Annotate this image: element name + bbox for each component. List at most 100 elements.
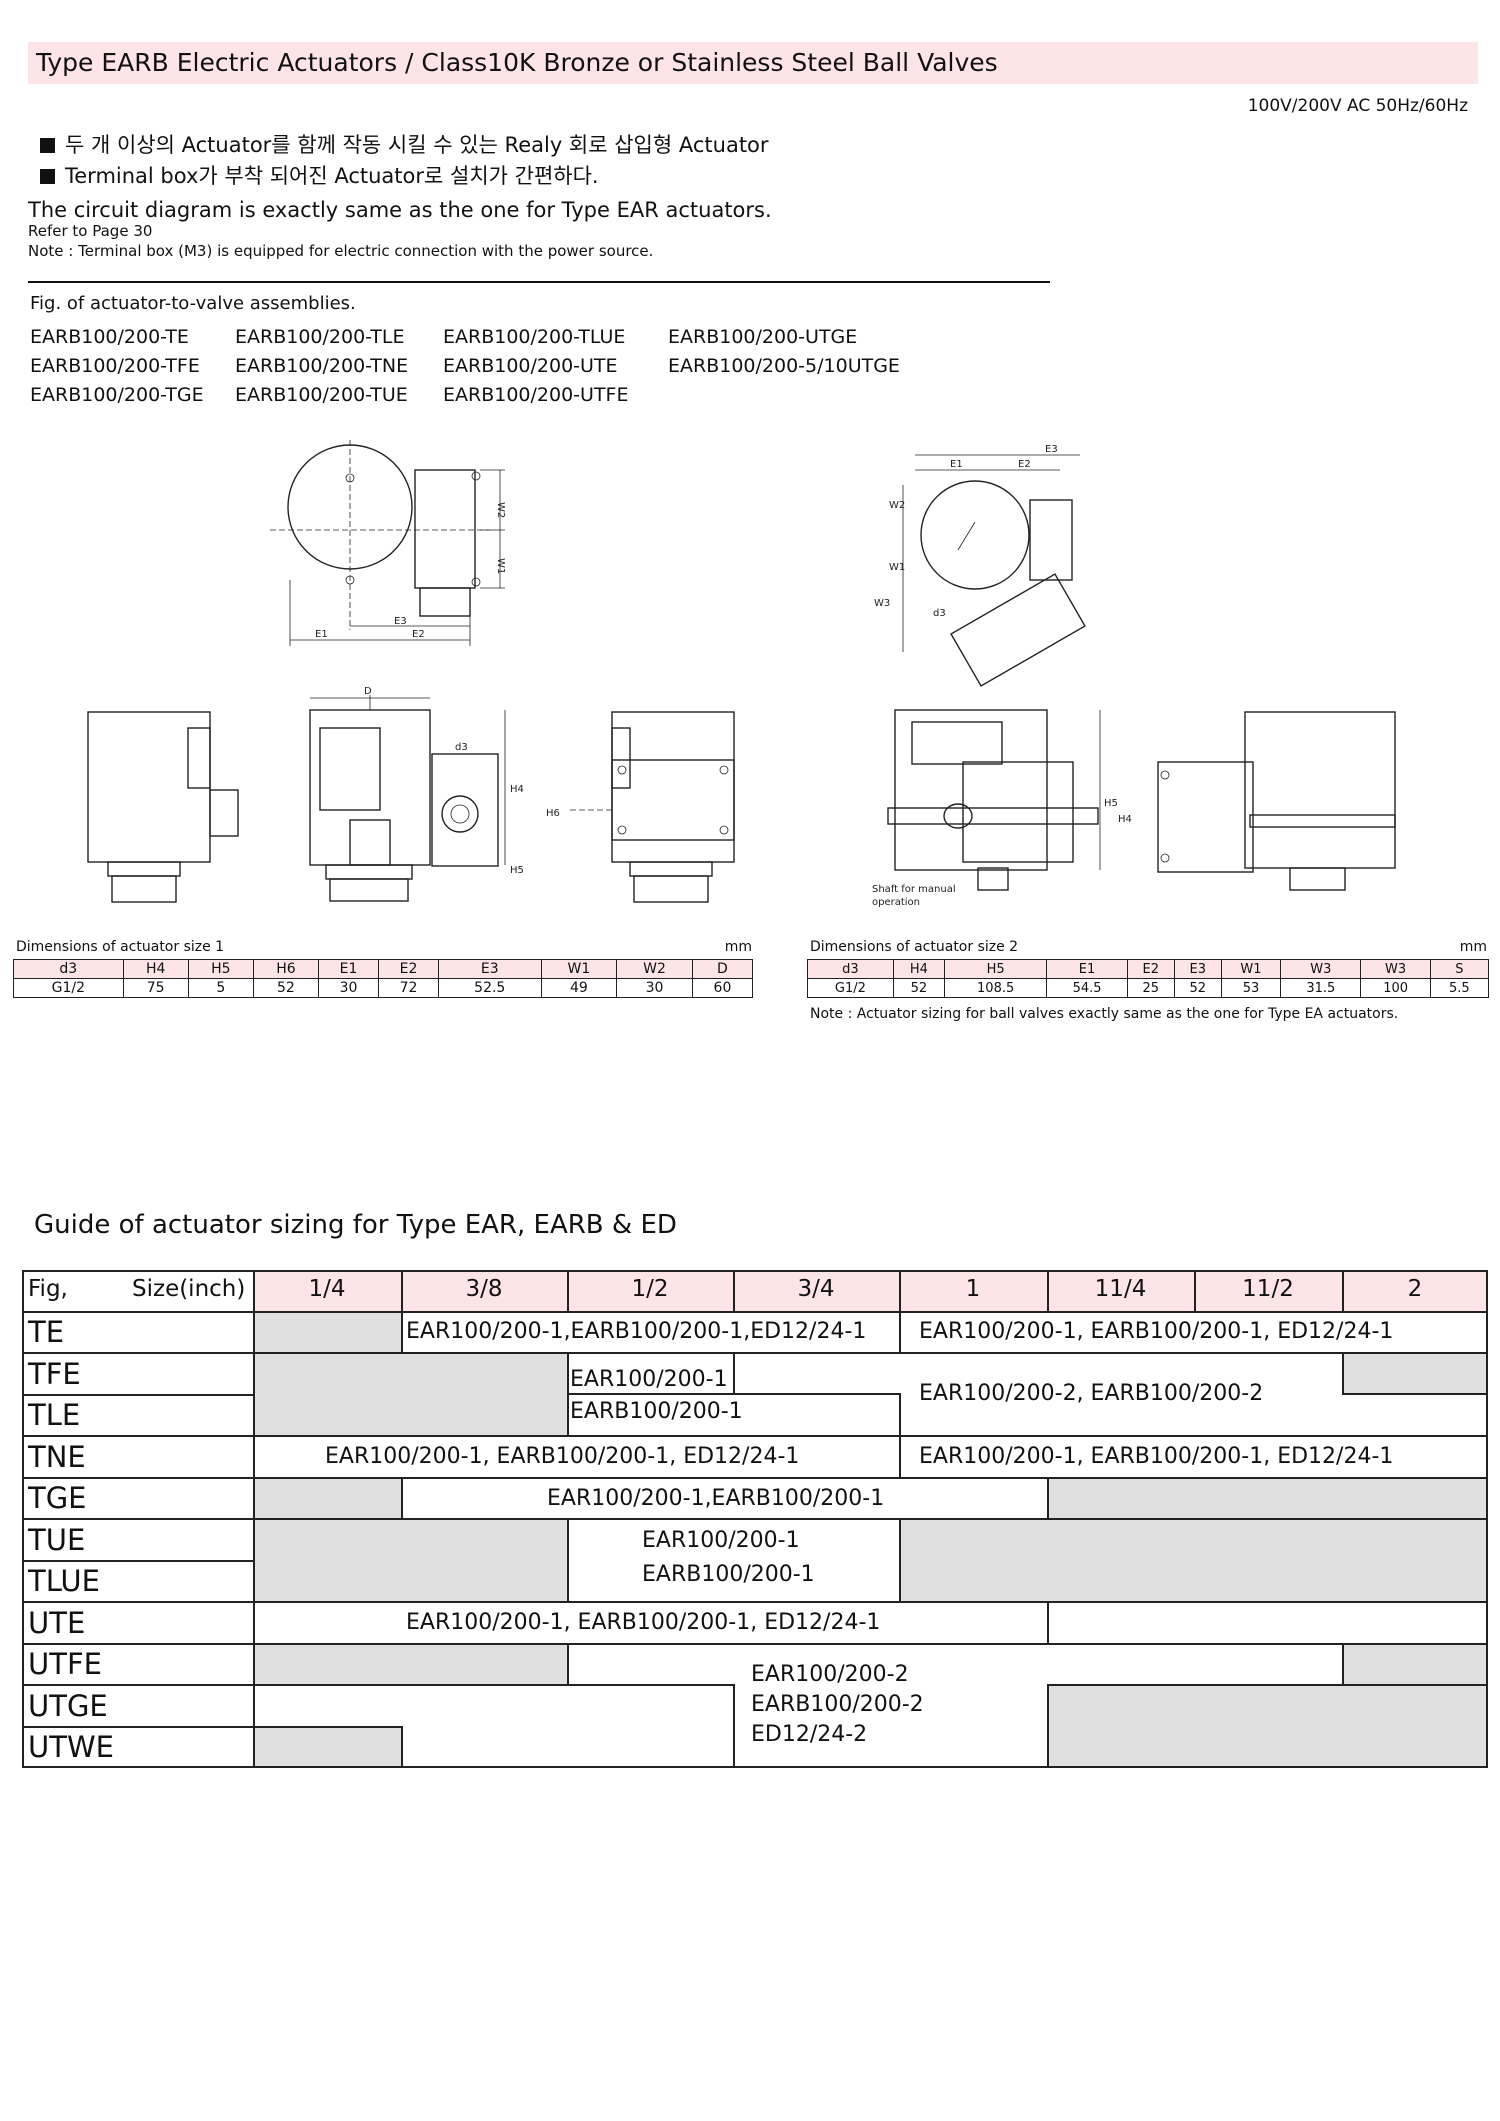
grid-line: [253, 1726, 401, 1728]
row-label-te: TE: [28, 1315, 65, 1349]
label-e1: E1: [315, 629, 328, 640]
size2-unit: mm: [1459, 939, 1487, 955]
size2-top-view: E1 E2 E3 W2 W1 W3 d3: [874, 444, 1086, 687]
size2-caption: Dimensions of actuator size 2: [810, 939, 1019, 955]
model-item: EARB100/200-TGE: [30, 384, 204, 406]
size2-table: d3 H4 H5 E1 E2 E3 W1 W3 W3 S G1/2 52 108…: [807, 959, 1490, 998]
label-h4: H4: [510, 784, 524, 795]
grid-line: [567, 1518, 569, 1601]
grid-line: [401, 1477, 403, 1518]
na-cell: [1342, 1352, 1488, 1393]
grid-line: [22, 1766, 1488, 1768]
grid-line: [1342, 1643, 1344, 1685]
grid-line: [1194, 1270, 1196, 1311]
model-item: EARB100/200-UTFE: [443, 384, 629, 406]
na-cell: [253, 1726, 401, 1768]
size1-val: 49: [540, 978, 618, 998]
row-label-tlue: TLUE: [28, 1564, 100, 1598]
tfe-small: EAR100/200-1: [570, 1367, 728, 1392]
grid-line: [567, 1270, 569, 1311]
size1-unit: mm: [724, 939, 752, 955]
tne-small: EAR100/200-1, EARB100/200-1, ED12/24-1: [325, 1444, 800, 1469]
size1-val: 60: [691, 978, 754, 998]
row-label-tne: TNE: [28, 1440, 86, 1474]
grid-line: [567, 1643, 569, 1685]
grid-line: [1047, 1684, 1488, 1686]
size2-hd: H5: [943, 959, 1048, 979]
size2-val: 108.5: [943, 978, 1048, 998]
size-col: 1/4: [308, 1276, 346, 1302]
refer-page: Refer to Page 30: [28, 222, 153, 240]
grid-line: [733, 1684, 735, 1768]
guide-title: Guide of actuator sizing for Type EAR, E…: [34, 1210, 677, 1240]
grid-line: [22, 1726, 253, 1728]
row-label-utfe: UTFE: [28, 1647, 102, 1681]
bullet-2: Terminal box가 부착 되어진 Actuator로 설치가 간편하다.: [40, 161, 769, 192]
shaft-note-2: operation: [872, 897, 920, 908]
model-list: EARB100/200-TE EARB100/200-TFE EARB100/2…: [30, 323, 930, 413]
na-cell: [1047, 1685, 1488, 1768]
size2-val: 52: [1173, 978, 1222, 998]
model-item: EARB100/200-TNE: [235, 355, 409, 377]
size1-side-views: D d3 H4 H5 H6: [87, 686, 735, 903]
te-small: EAR100/200-1,EARB100/200-1,ED12/24-1: [406, 1319, 867, 1344]
grid-line: [1342, 1393, 1488, 1395]
grid-line: [401, 1270, 403, 1311]
label-h6: H6: [546, 808, 560, 819]
size1-hd: E1: [317, 959, 379, 979]
size1-hd: E3: [437, 959, 542, 979]
sizing-guide-table: Fig, Size(inch) 1/4 3/8 1/2 3/4 1 11/4 1…: [22, 1270, 1488, 1768]
label2-w3: W3: [874, 598, 890, 609]
size2-hd: E2: [1126, 959, 1175, 979]
grid-line: [899, 1311, 901, 1352]
label-d3: d3: [455, 742, 468, 753]
label2-h5: H5: [1104, 798, 1118, 809]
intro-bullets: 두 개 이상의 Actuator를 함께 작동 시킬 수 있는 Realy 회로…: [40, 130, 769, 192]
size2-hd: H4: [892, 959, 945, 979]
size2-val: 100: [1360, 978, 1431, 998]
size-col: 3/8: [465, 1276, 503, 1302]
title-bar: [28, 42, 1478, 84]
tle-small: EARB100/200-1: [570, 1399, 743, 1424]
circuit-note: The circuit diagram is exactly same as t…: [28, 198, 772, 260]
square-bullet-icon: [40, 138, 55, 153]
size1-hd: W2: [616, 959, 693, 979]
model-item: EARB100/200-TLE: [235, 326, 405, 348]
size2-side-views: Shaft for manual operation H5 H4: [872, 709, 1396, 908]
grid-line: [899, 1270, 901, 1311]
grid-line: [1342, 1270, 1344, 1311]
grid-line: [22, 1518, 1488, 1520]
size1-val: 30: [317, 978, 379, 998]
label2-e2: E2: [1018, 459, 1031, 470]
size-col: 1: [965, 1276, 981, 1302]
row-label-utwe: UTWE: [28, 1730, 114, 1764]
model-item: EARB100/200-UTGE: [668, 326, 858, 348]
size1-val: 52.5: [437, 978, 542, 998]
model-item: EARB100/200-TUE: [235, 384, 408, 406]
size2-hd: W3: [1360, 959, 1431, 979]
size2-val: 52: [892, 978, 945, 998]
divider: [28, 281, 1050, 283]
row-label-tfe: TFE: [28, 1357, 81, 1391]
label-w2: W2: [495, 502, 506, 518]
tlue-range: EARB100/200-1: [642, 1562, 815, 1587]
label2-w1: W1: [889, 562, 905, 573]
size2-hd: W3: [1280, 959, 1362, 979]
square-bullet-icon: [40, 169, 55, 184]
model-item: EARB100/200-UTE: [443, 355, 618, 377]
grid-line: [22, 1435, 1488, 1437]
grid-line: [567, 1684, 733, 1686]
size1-hd: H6: [252, 959, 319, 979]
na-cell: [1342, 1644, 1488, 1685]
grid-line: [1047, 1477, 1049, 1518]
size2-val: G1/2: [807, 978, 894, 998]
size2-hd: E3: [1173, 959, 1222, 979]
size1-hd: E2: [377, 959, 439, 979]
row-label-ute: UTE: [28, 1606, 86, 1640]
header-band: [253, 1270, 1488, 1311]
na-cell: [1047, 1477, 1488, 1518]
size1-table: d3 H4 H5 H6 E1 E2 E3 W1 W2 D G1/2 75 5 5…: [13, 959, 754, 998]
grid-line: [22, 1477, 1488, 1479]
size-col: 3/4: [797, 1276, 835, 1302]
size1-top-view: W2 W1 E1 E2 E3: [270, 440, 506, 646]
